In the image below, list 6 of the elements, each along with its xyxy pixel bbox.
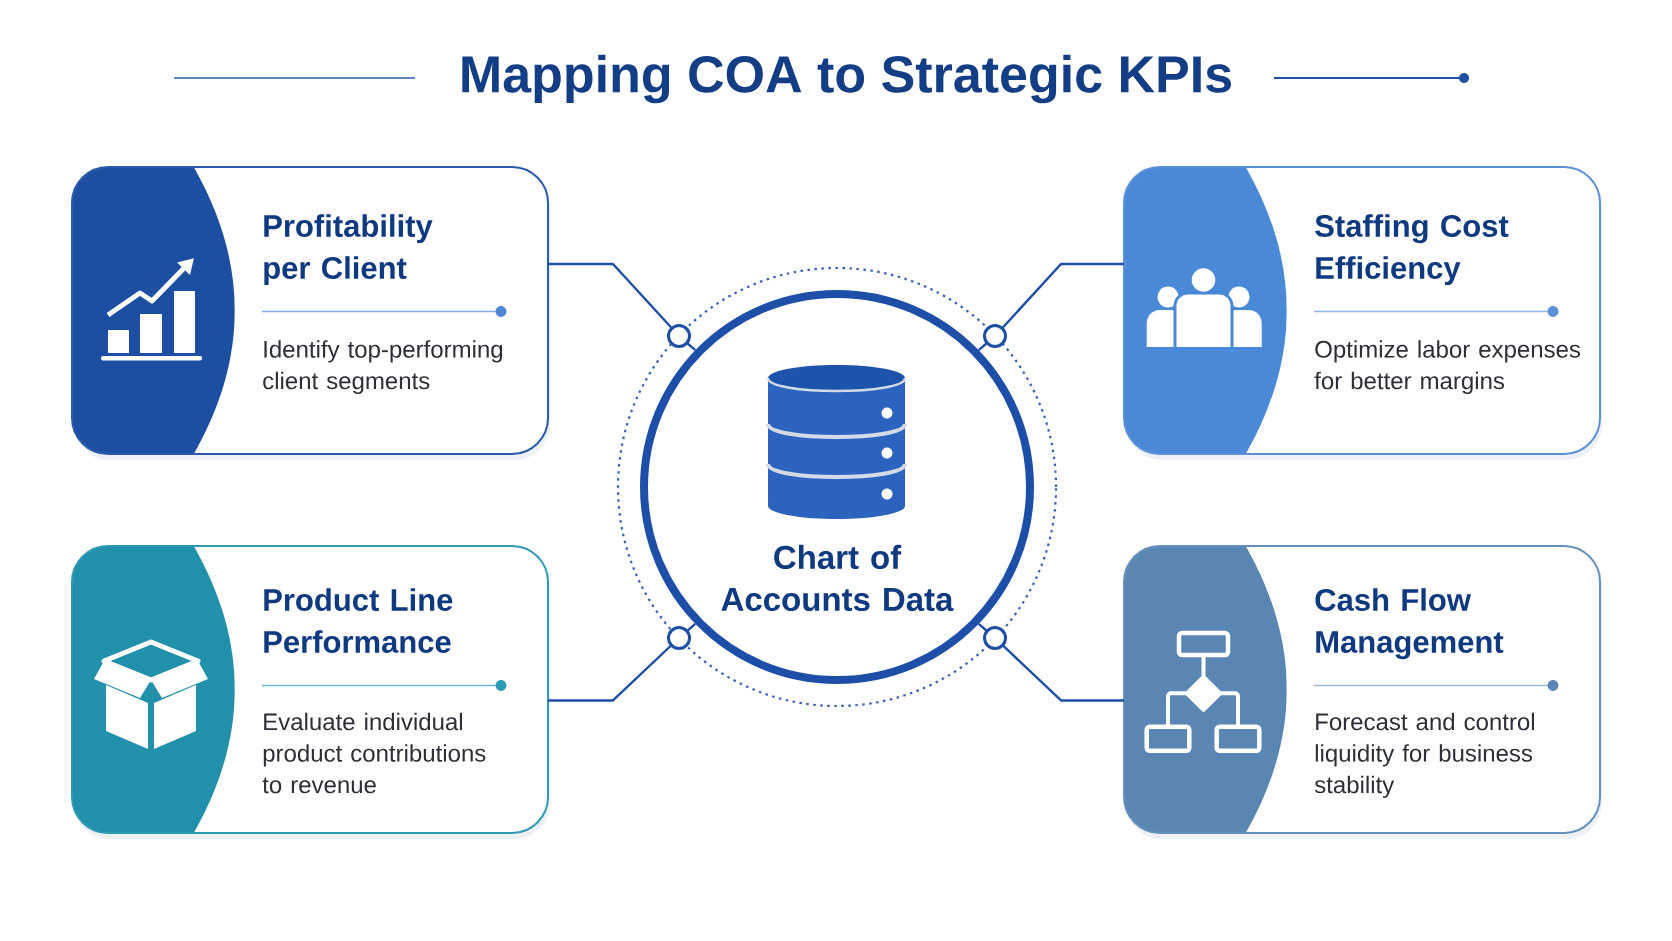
connector-line: [977, 262, 1124, 352]
connector-line: [977, 622, 1124, 702]
title: Mapping COA to Strategic KPIs: [462, 54, 1231, 104]
connector-line: [548, 262, 697, 352]
hub-label: Chart of Accounts Data: [721, 544, 954, 612]
connector-line: [548, 622, 697, 702]
